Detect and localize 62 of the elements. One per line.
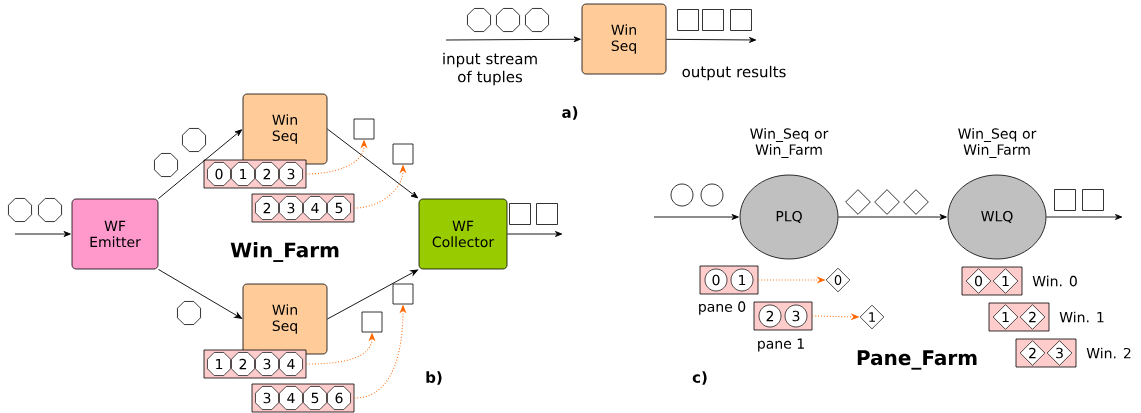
diamond-token: 3 xyxy=(1046,340,1073,366)
arrow xyxy=(653,214,739,220)
arrow xyxy=(445,36,581,43)
heading-label: Win_Seq or Win_Farm xyxy=(958,128,1037,158)
arrow xyxy=(326,269,418,320)
heading-label: Win_Seq or Win_Farm xyxy=(750,128,829,158)
circle-token: 0 xyxy=(704,268,728,292)
arrow xyxy=(1045,214,1123,220)
result-square xyxy=(392,283,414,305)
octagon-token: 4 xyxy=(279,352,303,376)
caption-label: Win. 1 xyxy=(1059,311,1104,323)
process-box: Win Seq xyxy=(242,93,328,165)
octagon-token: 6 xyxy=(327,386,351,410)
result-square xyxy=(361,311,383,333)
arrow xyxy=(506,231,563,237)
diamond-token: 2 xyxy=(1019,340,1046,366)
octagon-token: 0 xyxy=(207,162,231,186)
arrow xyxy=(157,268,242,319)
caption-label: Win. 2 xyxy=(1086,347,1131,359)
section-label: b) xyxy=(426,371,442,385)
diamond-token: 1 xyxy=(992,268,1019,294)
circle-token: 1 xyxy=(730,268,754,292)
octagon-token: 2 xyxy=(255,196,279,220)
section-label: c) xyxy=(692,371,707,385)
circle-token: 3 xyxy=(784,304,808,328)
caption-label: Win. 0 xyxy=(1032,275,1077,287)
octagon-token: 1 xyxy=(231,162,255,186)
text-label: input stream of tuples xyxy=(443,52,537,86)
circle-token: 2 xyxy=(758,304,782,328)
arrow xyxy=(326,128,419,199)
octagon-token: 2 xyxy=(255,162,279,186)
diamond-token: 2 xyxy=(1019,304,1046,330)
octagon-token: 5 xyxy=(327,196,351,220)
section-label: Pane_Farm xyxy=(857,350,977,370)
octagon-token: 3 xyxy=(255,352,279,376)
caption-label: pane 0 xyxy=(699,301,746,315)
section-label: a) xyxy=(562,106,578,120)
process-box: Win Seq xyxy=(581,3,667,75)
octagon-token: 4 xyxy=(303,196,327,220)
octagon-token: 3 xyxy=(279,162,303,186)
process-box: WF Emitter xyxy=(71,198,159,270)
text-label: output results xyxy=(682,65,786,81)
arrow xyxy=(157,129,243,200)
caption-label: pane 1 xyxy=(758,338,804,352)
result-square xyxy=(392,143,414,165)
octagon-token: 1 xyxy=(207,352,231,376)
octagon-token: 4 xyxy=(279,386,303,410)
diamond-token: 1 xyxy=(992,304,1019,330)
diamond-token: 0 xyxy=(965,268,992,294)
process-box: Win Seq xyxy=(242,283,328,355)
arrow xyxy=(837,214,947,220)
octagon-token: 2 xyxy=(231,352,255,376)
result-square xyxy=(353,118,375,140)
arrow xyxy=(665,37,757,43)
diamond-token: 0 xyxy=(825,267,851,293)
process-box: WF Collector xyxy=(418,198,508,270)
octagon-token: 5 xyxy=(303,386,327,410)
section-label: Win_Farm xyxy=(230,242,339,262)
arrow xyxy=(14,231,71,237)
octagon-token: 3 xyxy=(255,386,279,410)
diamond-token: 1 xyxy=(859,304,885,330)
octagon-token: 3 xyxy=(279,196,303,220)
